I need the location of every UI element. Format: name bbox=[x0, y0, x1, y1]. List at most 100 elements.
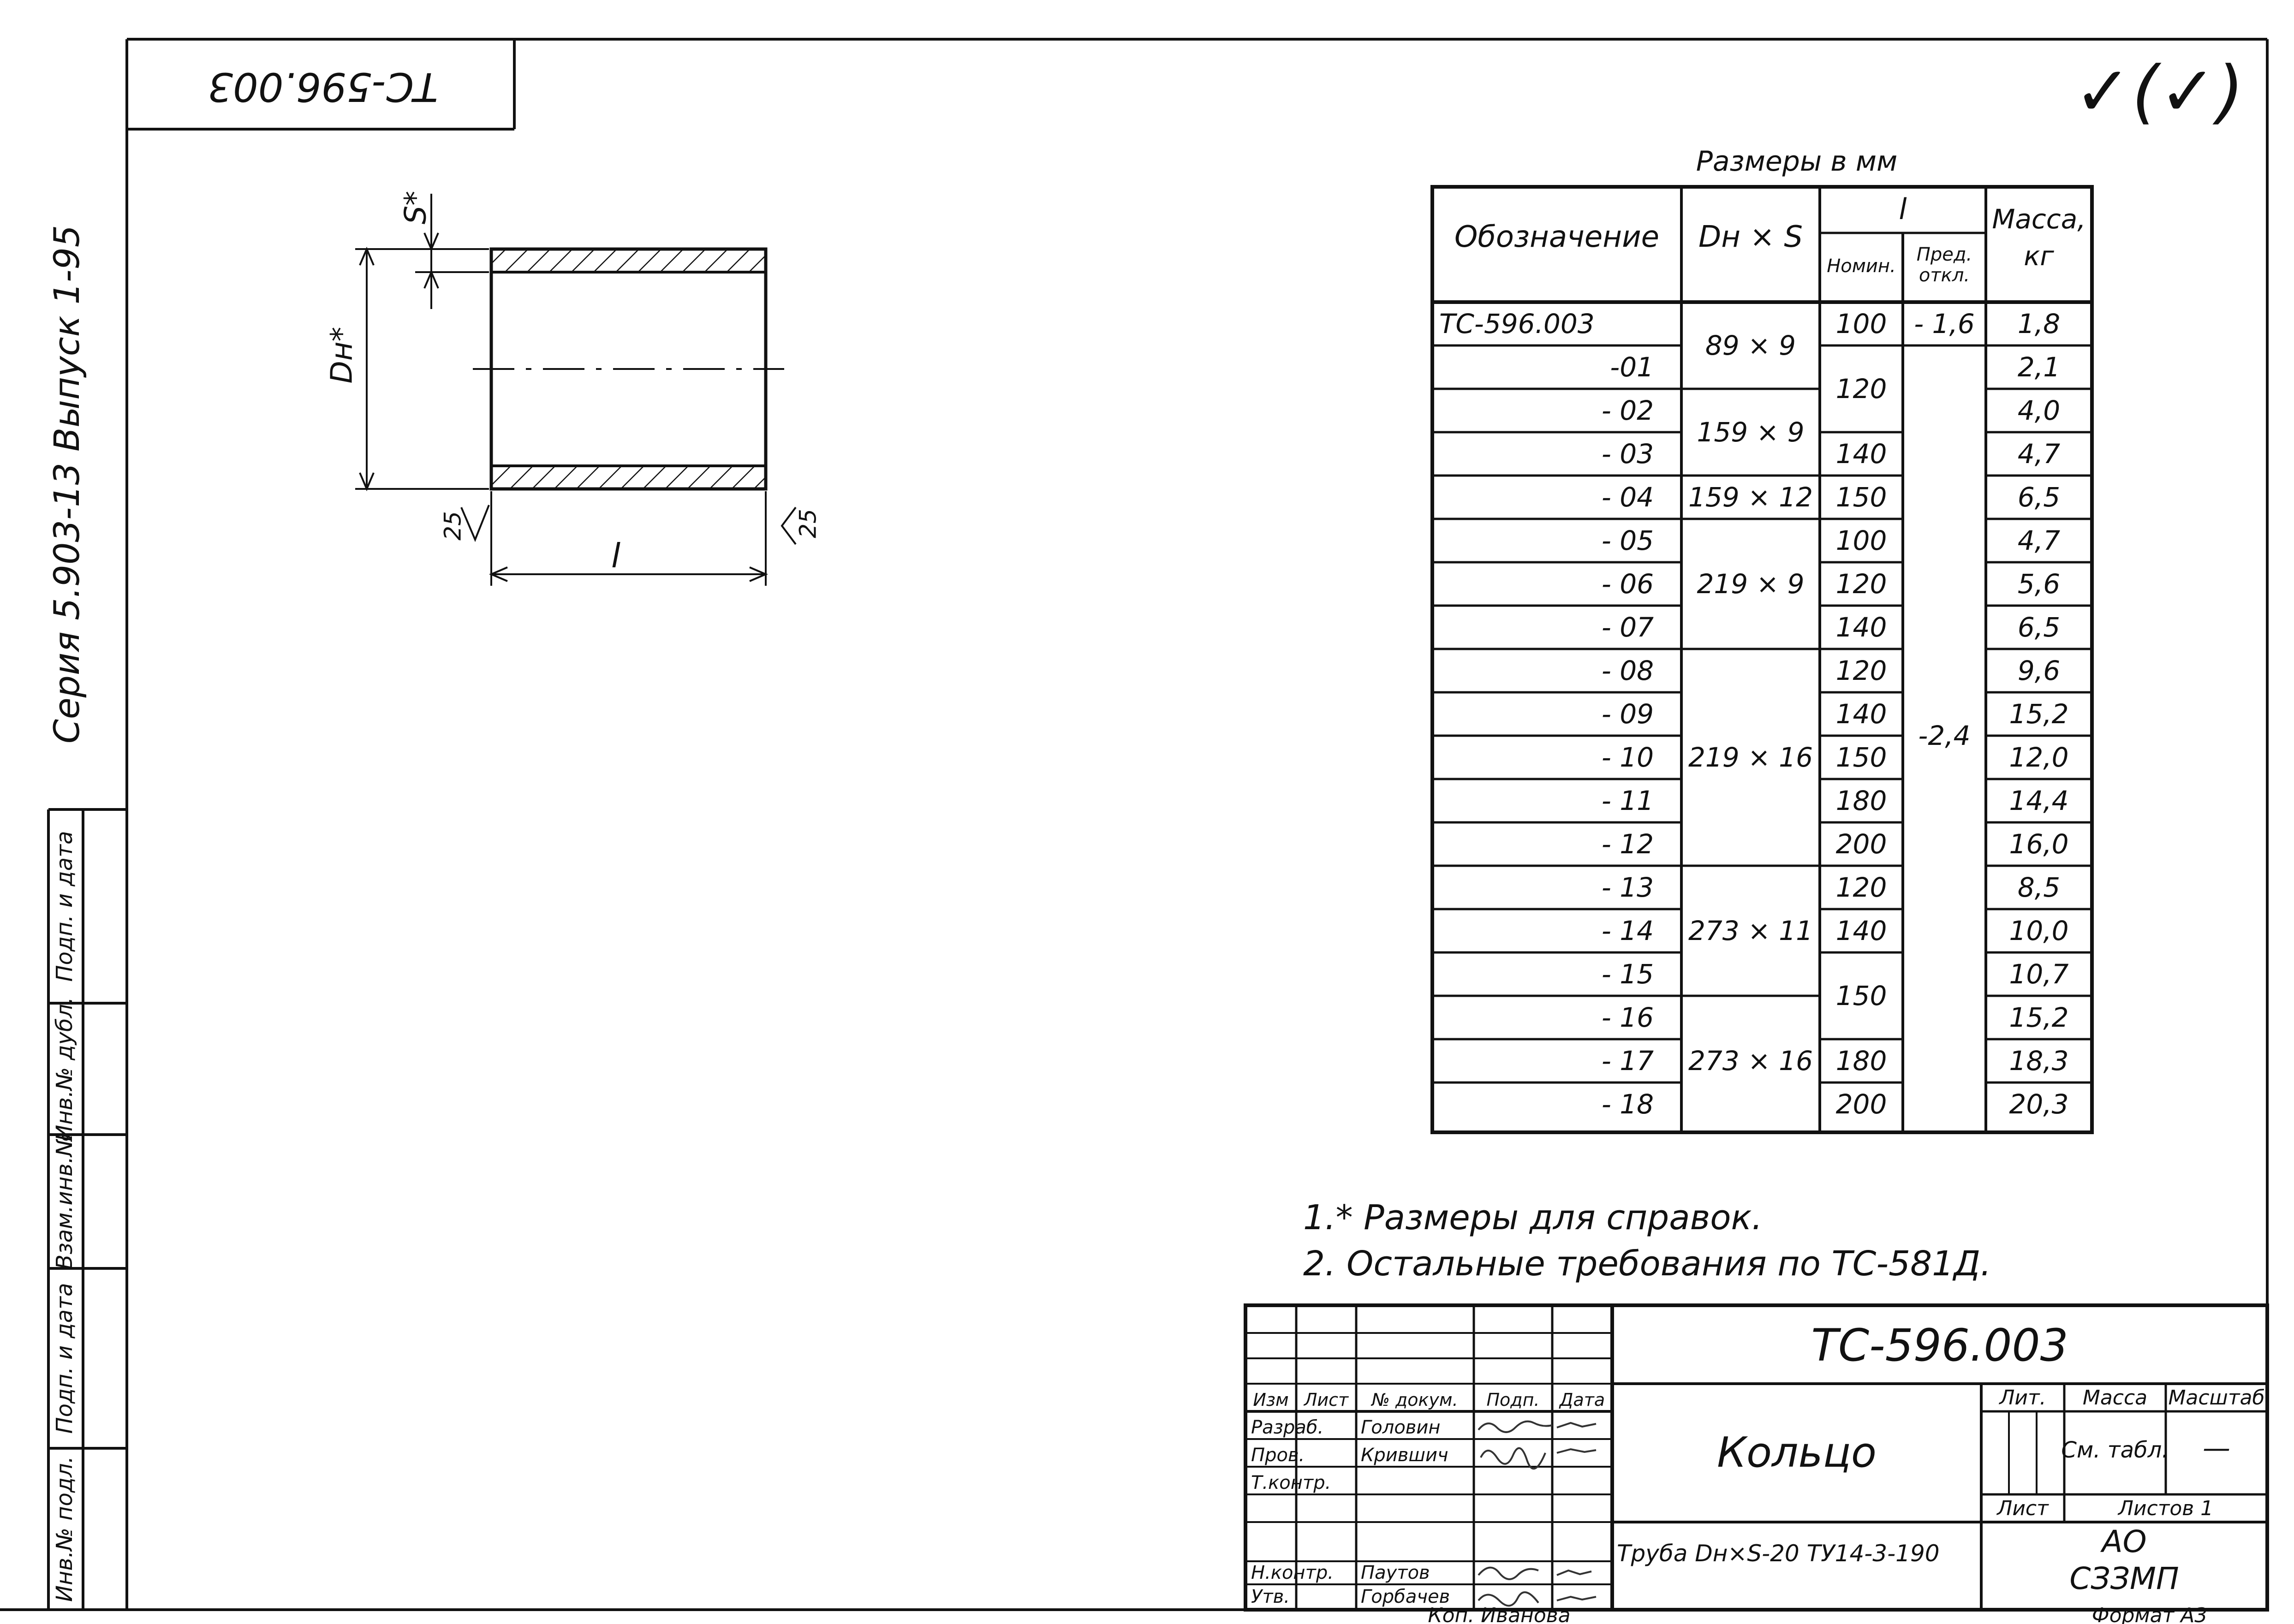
header-l: l bbox=[1899, 192, 1907, 226]
designation-cell: - 03 bbox=[1602, 438, 1654, 470]
designation-cell: - 10 bbox=[1602, 742, 1654, 773]
mass-cell: 15,2 bbox=[2009, 698, 2068, 730]
tb-lit-label: Лит. bbox=[1998, 1386, 2046, 1410]
tb-role-1: Разраб. bbox=[1251, 1417, 1323, 1438]
tolerance-cell: - 1,6 bbox=[1914, 308, 1975, 339]
mass-cell: 1,8 bbox=[2018, 308, 2060, 339]
tb-mass-label: Масса bbox=[2083, 1386, 2147, 1410]
tb-name-6: Горбачев bbox=[1361, 1586, 1450, 1607]
wall-bottom-section bbox=[490, 464, 767, 490]
series-label: Серия 5.903-13 Выпуск 1-95 bbox=[46, 225, 87, 744]
mass-cell: 10,7 bbox=[2009, 958, 2068, 990]
length-cell: 200 bbox=[1836, 828, 1887, 860]
designation-cell: - 12 bbox=[1602, 828, 1654, 860]
table-caption: Размеры в мм bbox=[1696, 145, 1898, 178]
s-dimension-label: S* bbox=[399, 191, 433, 225]
mass-cell: 8,5 bbox=[2018, 872, 2060, 903]
designation-cell: - 09 bbox=[1602, 698, 1654, 730]
dimensions-table: Размеры в мм Обозначение Dн × S l Номин.… bbox=[1430, 145, 2094, 1134]
mass-cell: 5,6 bbox=[2018, 568, 2060, 600]
footer-format: Формат А3 bbox=[2092, 1604, 2208, 1624]
dn-s-cell: 273 × 16 bbox=[1688, 1045, 1813, 1077]
length-cell: 140 bbox=[1836, 438, 1887, 470]
designation-cell: - 02 bbox=[1602, 395, 1654, 426]
tb-col-sign: Подп. bbox=[1486, 1390, 1539, 1410]
tb-scale-label: Масштаб bbox=[2168, 1386, 2264, 1410]
top-stamp-text: ТС-596.003 bbox=[208, 64, 438, 110]
designation-cell: - 15 bbox=[1602, 958, 1654, 990]
designation-cell: - 11 bbox=[1602, 785, 1654, 816]
length-cell: 100 bbox=[1836, 308, 1887, 339]
footer-copied: Коп. Иванова bbox=[1428, 1604, 1570, 1624]
header-tolerance-2: откл. bbox=[1919, 265, 1970, 286]
designation-cell: - 08 bbox=[1602, 655, 1654, 686]
tb-name-1: Головин bbox=[1361, 1417, 1441, 1438]
tb-role-2: Пров. bbox=[1251, 1445, 1305, 1466]
tb-sheets-label: Листов 1 bbox=[2117, 1497, 2213, 1520]
tb-name-5: Паутов bbox=[1361, 1562, 1430, 1583]
length-cell: 180 bbox=[1836, 1045, 1887, 1077]
tb-col-date: Дата bbox=[1559, 1390, 1605, 1410]
designation-cell: - 16 bbox=[1602, 1002, 1654, 1033]
designation-cell: - 05 bbox=[1602, 525, 1654, 556]
mass-cell: 16,0 bbox=[2009, 828, 2068, 860]
length-cell: 150 bbox=[1836, 980, 1887, 1011]
designation-cell: - 18 bbox=[1602, 1089, 1654, 1120]
length-cell: 120 bbox=[1836, 655, 1887, 686]
tb-role-5: Н.контр. bbox=[1251, 1562, 1334, 1583]
header-dn-s: Dн × S bbox=[1698, 220, 1803, 254]
header-mass-2: кг bbox=[2024, 240, 2054, 272]
mass-cell: 15,2 bbox=[2009, 1002, 2068, 1033]
mass-cell: 6,5 bbox=[2018, 482, 2060, 513]
tb-sheet-label: Лист bbox=[1996, 1497, 2049, 1520]
header-designation: Обозначение bbox=[1454, 220, 1659, 254]
dn-s-cell: 219 × 9 bbox=[1697, 568, 1804, 600]
length-cell: 150 bbox=[1836, 742, 1887, 773]
mass-cell: 4,0 bbox=[2018, 395, 2060, 426]
designation-cell: - 14 bbox=[1602, 915, 1654, 946]
length-cell: 120 bbox=[1836, 568, 1887, 600]
tb-scale-value: — bbox=[2203, 1432, 2230, 1464]
binding-strip: Серия 5.903-13 Выпуск 1-95 Подп. и дата … bbox=[46, 225, 127, 1610]
designation-cell: -01 bbox=[1610, 351, 1654, 383]
dn-dimension-label: Dн* bbox=[325, 327, 359, 383]
length-cell: 200 bbox=[1836, 1089, 1887, 1120]
tb-org-2: СЗЗМП bbox=[2069, 1561, 2179, 1596]
tb-name-2: Крившич bbox=[1361, 1445, 1448, 1466]
length-cell: 140 bbox=[1836, 915, 1887, 946]
mass-cell: 14,4 bbox=[2009, 785, 2068, 816]
strip-field-1: Подп. и дата bbox=[52, 831, 77, 982]
title-block: Изм Лист № докум. Подп. Дата Разраб. Гол… bbox=[1244, 1303, 2269, 1612]
designation-cell: - 13 bbox=[1602, 872, 1654, 903]
dn-s-cell: 273 × 11 bbox=[1688, 915, 1813, 946]
tb-material: Труба Dн×S-20 ТУ14-3-190 bbox=[1617, 1540, 1940, 1567]
designation-cell: - 04 bbox=[1602, 482, 1654, 513]
roughness-right-label: 25 bbox=[795, 509, 822, 538]
part-drawing: S* Dн* l 25 25 bbox=[325, 191, 822, 586]
designation-cell: - 07 bbox=[1602, 612, 1654, 643]
mass-cell: 9,6 bbox=[2018, 655, 2060, 686]
mass-cell: 4,7 bbox=[2018, 438, 2060, 470]
tb-col-izm: Изм bbox=[1253, 1390, 1288, 1410]
l-dimension-label: l bbox=[611, 536, 620, 575]
mass-cell: 4,7 bbox=[2018, 525, 2060, 556]
length-cell: 150 bbox=[1836, 482, 1887, 513]
dn-s-cell: 219 × 16 bbox=[1688, 742, 1813, 773]
mass-cell: 18,3 bbox=[2009, 1045, 2068, 1077]
mass-cell: 2,1 bbox=[2018, 351, 2060, 383]
tb-title: Кольцо bbox=[1717, 1428, 1877, 1477]
tb-role-3: Т.контр. bbox=[1251, 1472, 1331, 1493]
dn-s-cell: 89 × 9 bbox=[1705, 330, 1796, 361]
mass-cell: 20,3 bbox=[2009, 1089, 2068, 1120]
notes: 1.* Размеры для справок. 2. Остальные тр… bbox=[1303, 1198, 1991, 1284]
header-tolerance-1: Пред. bbox=[1917, 244, 1972, 265]
tb-col-list: Лист bbox=[1303, 1390, 1349, 1410]
tb-org-1: АО bbox=[2100, 1524, 2146, 1559]
mass-cell: 6,5 bbox=[2018, 612, 2060, 643]
length-cell: 100 bbox=[1836, 525, 1887, 556]
length-cell: 140 bbox=[1836, 612, 1887, 643]
tb-role-6: Утв. bbox=[1251, 1586, 1290, 1607]
signatures bbox=[1478, 1420, 1597, 1607]
